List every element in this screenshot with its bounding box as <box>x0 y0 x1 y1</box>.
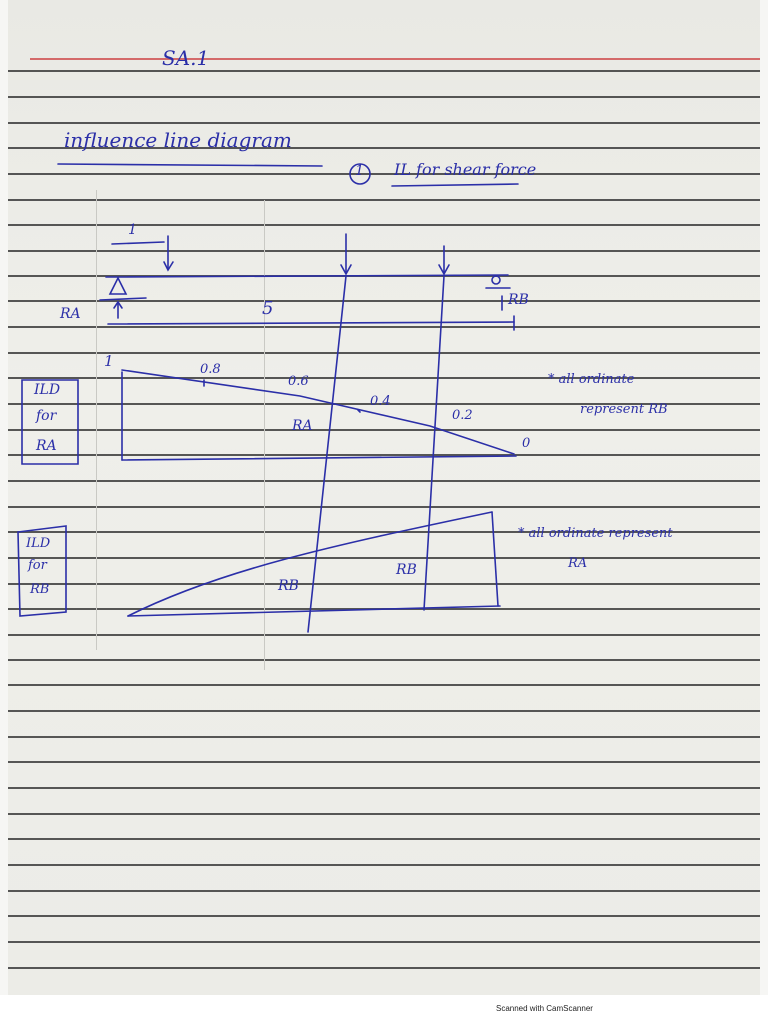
margin-line <box>30 58 760 60</box>
number-circle <box>349 163 371 185</box>
ruled-line <box>8 633 760 636</box>
ild-ra-note-line: represent RB <box>580 402 668 417</box>
ruled-line <box>8 914 760 917</box>
ild-ra-inner-label: RA <box>292 418 313 434</box>
ild-ra-note-line: * all ordinate <box>548 372 635 387</box>
load-label: 1 <box>128 222 137 238</box>
ruled-line <box>8 454 760 456</box>
subheading-number: 1 <box>355 163 364 179</box>
span-label: 5 <box>262 298 274 319</box>
ruled-line <box>8 403 760 406</box>
ruled-line <box>8 223 760 226</box>
ild-rb-note-line: * all ordinate represent <box>518 526 673 541</box>
ild-rb-baseline <box>127 605 501 617</box>
faint-vertical-line <box>264 200 265 670</box>
ild-ra-end-value: 0 <box>522 436 531 451</box>
support-left-label: RA <box>60 306 81 322</box>
ild-ra-start-value: 1 <box>104 352 114 370</box>
ild-rb-label-box <box>17 525 67 617</box>
ild-ra-box-line: ILD <box>34 382 61 398</box>
ild-ra-box-line: for <box>36 408 57 424</box>
heading-text: influence line diagram <box>64 128 292 152</box>
ruled-line <box>8 838 760 840</box>
ruled-line <box>8 479 760 482</box>
ruled-line <box>8 326 760 329</box>
ruled-line <box>8 172 760 175</box>
ruled-line <box>8 889 760 892</box>
ruled-line <box>8 70 760 72</box>
ruled-line <box>8 429 760 431</box>
ruled-line <box>8 863 760 866</box>
ruled-line <box>8 787 760 790</box>
beam-line <box>105 274 509 278</box>
ruled-line <box>8 505 760 508</box>
ild-ra-ordinate: 0.6 <box>288 374 309 389</box>
ild-ra-label-box <box>21 379 79 465</box>
ild-ra-box-line: RA <box>36 438 57 454</box>
heading-underline <box>57 163 323 167</box>
ruled-line <box>8 940 760 943</box>
subheading-text: IL for shear force <box>394 160 537 179</box>
ild-ra-ordinate: 0.2 <box>452 408 473 423</box>
ild-ra-ordinate: 0.8 <box>200 362 221 377</box>
ruled-line <box>8 761 760 764</box>
ild-rb-box-line: for <box>28 558 47 573</box>
ruled-line <box>8 736 760 739</box>
load-distance-line <box>111 241 165 245</box>
ruled-line <box>8 556 760 559</box>
ruled-line <box>8 966 760 969</box>
page-title: SA.1 <box>162 46 210 70</box>
ruled-line <box>8 377 760 380</box>
section-line-1 <box>307 275 347 633</box>
left-support-icon <box>108 276 128 295</box>
ruled-line <box>8 249 760 252</box>
ild-rb-box-line: RB <box>30 582 50 597</box>
ild-rb-right-edge <box>491 511 499 607</box>
ruled-line <box>8 710 760 713</box>
scan-watermark: Scanned with CamScanner <box>496 1004 593 1013</box>
support-right-label: RB <box>508 292 529 308</box>
section-line-2 <box>423 275 445 611</box>
ild-rb-line <box>127 511 493 617</box>
ild-rb-inner-label: RB <box>278 578 299 594</box>
ruled-line <box>8 146 760 149</box>
ruled-line <box>8 659 760 662</box>
footer-strip <box>0 995 768 1024</box>
ruled-line <box>8 530 760 533</box>
faint-vertical-line <box>96 190 97 650</box>
ild-rb-note-line: RA <box>568 556 588 571</box>
ild-ra-ordinate: 0.4 <box>370 394 391 409</box>
right-support-icon <box>491 275 501 285</box>
ild-ra-line <box>121 369 515 455</box>
ild-ra-baseline <box>121 455 517 461</box>
subheading-underline <box>391 183 519 187</box>
ild-rb-box-line: ILD <box>26 536 51 551</box>
ruled-line <box>8 300 760 303</box>
ruled-line <box>8 813 760 815</box>
ruled-line <box>8 684 760 687</box>
ruled-line <box>8 198 760 201</box>
ruled-line <box>8 121 760 124</box>
span-dimension-line <box>107 321 515 325</box>
ruled-line <box>8 582 760 585</box>
ild-rb-inner-label: RB <box>396 562 417 578</box>
paper-background <box>8 0 760 995</box>
ruled-line <box>8 95 760 98</box>
ruled-line <box>8 352 760 355</box>
